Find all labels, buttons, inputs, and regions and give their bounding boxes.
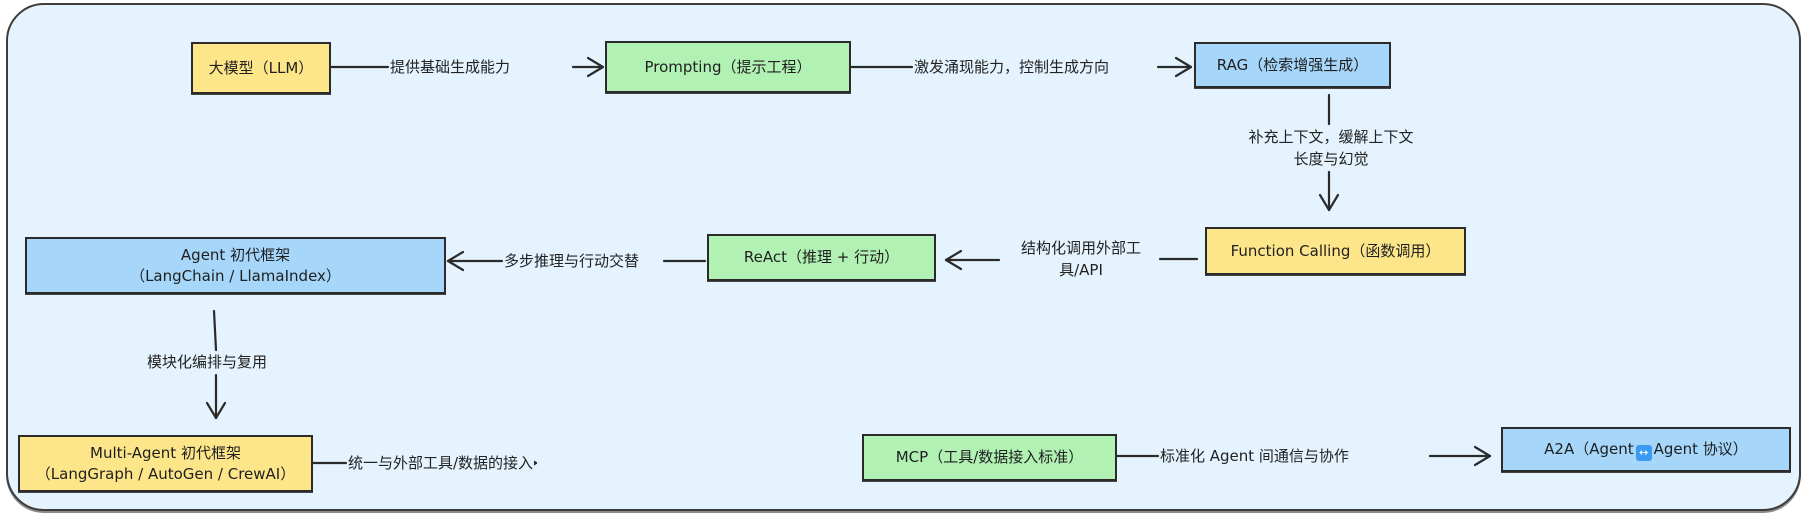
edge-label-react-agent: 多步推理与行动交替 (503, 251, 641, 271)
node-rag[interactable]: RAG（检索增强生成） (1194, 42, 1391, 88)
node-multi-agent-subtitle: （LangGraph / AutoGen / CrewAI） (35, 464, 296, 483)
node-rag-label: RAG（检索增强生成） (1216, 55, 1369, 74)
left-right-arrow-icon: ↔ (1635, 444, 1652, 461)
edge-label-rag-function-calling: 补充上下文，缓解上下文 长度与幻觉 (1230, 126, 1432, 170)
node-multi-agent[interactable]: Multi-Agent 初代框架 （LangGraph / AutoGen / … (18, 435, 313, 492)
node-llm-label: 大模型（LLM） (208, 58, 314, 77)
edge-label-line: 结构化调用外部工 (1020, 239, 1141, 257)
node-llm[interactable]: 大模型（LLM） (191, 42, 331, 94)
node-react-label: ReAct（推理 + 行动） (743, 248, 900, 266)
edge-label-prompting-rag: 激发涌现能力，控制生成方向 (913, 57, 1111, 77)
node-agent[interactable]: Agent 初代框架 （LangChain / LlamaIndex） (25, 237, 446, 294)
edge-label-line: 补充上下文，缓解上下文 (1231, 126, 1431, 148)
node-react[interactable]: ReAct（推理 + 行动） (707, 234, 936, 281)
edge-label-mcp-a2a: 标准化 Agent 间通信与协作 (1159, 446, 1350, 466)
node-prompting-label: Prompting（提示工程） (644, 57, 812, 76)
node-a2a-prefix: A2A（Agent (1544, 439, 1634, 458)
node-function-calling-label: Function Calling（函数调用） (1230, 241, 1441, 260)
node-function-calling[interactable]: Function Calling（函数调用） (1205, 227, 1466, 275)
node-mcp[interactable]: MCP（工具/数据接入标准） (862, 434, 1117, 481)
node-a2a-suffix: Agent 协议） (1653, 439, 1748, 458)
edge-label-multi-agent-mcp: 统一与外部工具/数据的接入 (347, 453, 535, 473)
node-multi-agent-title: Multi-Agent 初代框架 (90, 443, 241, 462)
node-prompting[interactable]: Prompting（提示工程） (605, 41, 851, 93)
edge-label-agent-multi-agent: 模块化编排与复用 (146, 352, 269, 372)
node-mcp-label: MCP（工具/数据接入标准） (895, 448, 1084, 466)
node-agent-subtitle: （LangChain / LlamaIndex） (130, 266, 341, 285)
edge-label-function-calling-react: 结构化调用外部工 具/API (1000, 237, 1162, 281)
node-a2a-label: A2A（Agent↔Agent 协议） (1544, 439, 1748, 461)
node-agent-title: Agent 初代框架 (180, 245, 291, 264)
node-a2a[interactable]: A2A（Agent↔Agent 协议） (1501, 427, 1791, 472)
edge-label-llm-prompting: 提供基础生成能力 (389, 57, 512, 77)
edge-label-line: 具/API (1059, 261, 1103, 279)
edge-label-line: 长度与幻觉 (1231, 148, 1431, 170)
